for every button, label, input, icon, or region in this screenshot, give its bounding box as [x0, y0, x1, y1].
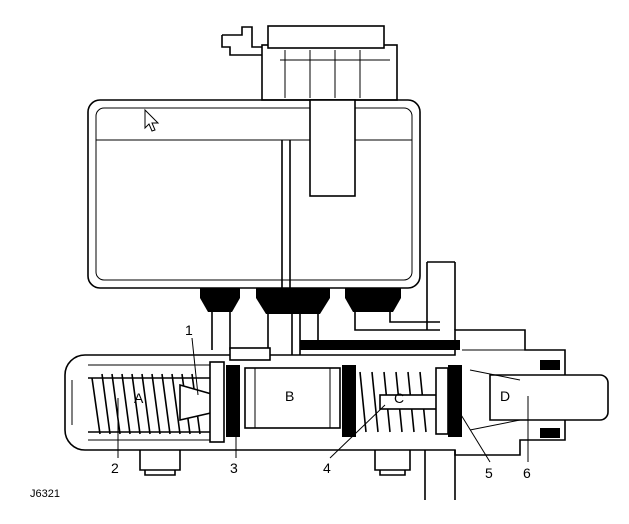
primary-spring — [88, 373, 210, 435]
reservoir-outlets — [200, 288, 460, 355]
fluid-reservoir — [87, 99, 421, 289]
chamber-d-label: D — [500, 388, 510, 404]
callout-4: 4 — [323, 460, 331, 476]
mouse-cursor-icon — [144, 108, 160, 132]
callout-3: 3 — [230, 460, 238, 476]
leader-lines — [117, 337, 529, 463]
cylinder-body — [64, 329, 609, 476]
callout-2: 2 — [111, 460, 119, 476]
outlet-pipe — [424, 261, 456, 500]
chamber-b-label: B — [285, 388, 294, 404]
chamber-c-label: C — [394, 390, 404, 406]
callout-5: 5 — [485, 465, 493, 481]
callout-6: 6 — [523, 465, 531, 481]
figure-code: J6321 — [30, 488, 60, 500]
chamber-a-label: A — [134, 390, 144, 406]
callout-1: 1 — [185, 322, 193, 338]
reservoir-cap — [221, 25, 398, 101]
